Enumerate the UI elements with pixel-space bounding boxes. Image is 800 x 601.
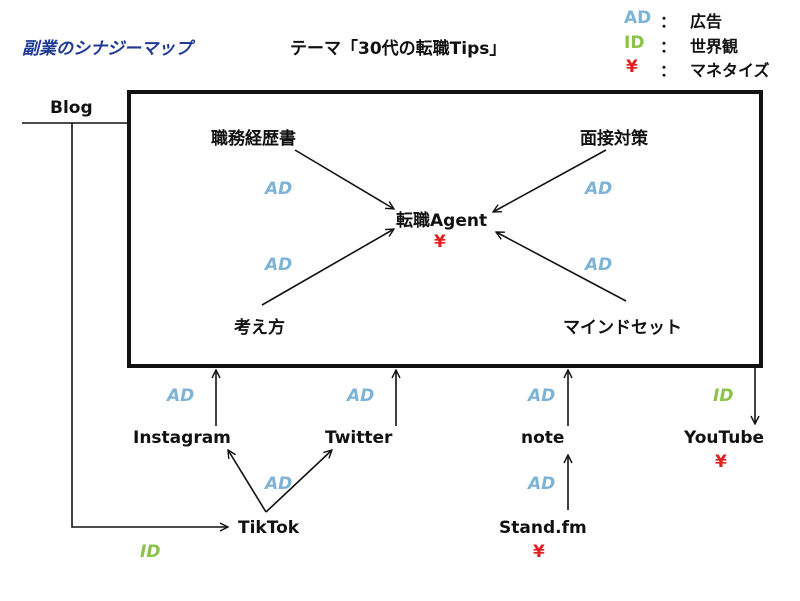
id-tag-blog: ID bbox=[140, 542, 161, 562]
yen-tag-agent: ¥ bbox=[434, 232, 446, 252]
theme-title: テーマ「30代の転職Tips」 bbox=[290, 39, 507, 59]
ad-tag-twitter: AD bbox=[347, 386, 375, 406]
node-standfm: Stand.fm bbox=[499, 518, 587, 538]
yen-tag-standfm: ¥ bbox=[533, 542, 545, 562]
node-mindset: マインドセット bbox=[563, 318, 682, 338]
page-title: 副業のシナジーマップ bbox=[22, 39, 192, 59]
ad-tag-tiktok: AD bbox=[265, 474, 293, 494]
node-interview: 面接対策 bbox=[580, 129, 648, 149]
ad-tag-thinking: AD bbox=[265, 255, 293, 275]
node-blog: Blog bbox=[50, 98, 93, 118]
ad-tag-resume: AD bbox=[265, 179, 293, 199]
node-note: note bbox=[521, 428, 565, 448]
legend-ad-colon: ： bbox=[660, 12, 677, 31]
legend-yen-label: マネタイズ bbox=[690, 61, 770, 80]
node-agent: 転職Agent bbox=[396, 211, 488, 231]
legend-ad-label: 広告 bbox=[690, 12, 723, 31]
node-thinking: 考え方 bbox=[234, 318, 285, 338]
arrow-tiktok-twitter bbox=[265, 450, 332, 513]
legend-yen-colon: ： bbox=[660, 61, 677, 80]
ad-tag-mindset: AD bbox=[585, 255, 613, 275]
arrow-thinking-agent bbox=[261, 229, 394, 306]
node-resume: 職務経歴書 bbox=[211, 129, 296, 149]
arrow-interview-agent bbox=[493, 149, 607, 212]
legend-ad-key: AD bbox=[624, 8, 652, 28]
legend-id-label: 世界観 bbox=[690, 37, 739, 56]
ad-tag-instagram: AD bbox=[167, 386, 195, 406]
node-instagram: Instagram bbox=[133, 428, 231, 448]
node-youtube: YouTube bbox=[684, 428, 765, 448]
legend-id-colon: ： bbox=[660, 37, 677, 56]
ad-tag-standfm: AD bbox=[528, 474, 556, 494]
arrow-tiktok-instagram bbox=[228, 450, 267, 513]
legend-yen-key: ¥ bbox=[626, 57, 638, 77]
arrow-mindset-agent bbox=[496, 232, 627, 302]
id-tag-youtube: ID bbox=[713, 386, 734, 406]
ad-tag-note: AD bbox=[528, 386, 556, 406]
content-box bbox=[127, 90, 763, 368]
node-tiktok: TikTok bbox=[238, 518, 300, 538]
yen-tag-youtube: ¥ bbox=[715, 452, 727, 472]
ad-tag-interview: AD bbox=[585, 179, 613, 199]
node-twitter: Twitter bbox=[325, 428, 393, 448]
blog-to-tiktok-line bbox=[71, 123, 228, 527]
arrow-resume-agent bbox=[294, 149, 394, 209]
legend-id-key: ID bbox=[624, 33, 645, 53]
